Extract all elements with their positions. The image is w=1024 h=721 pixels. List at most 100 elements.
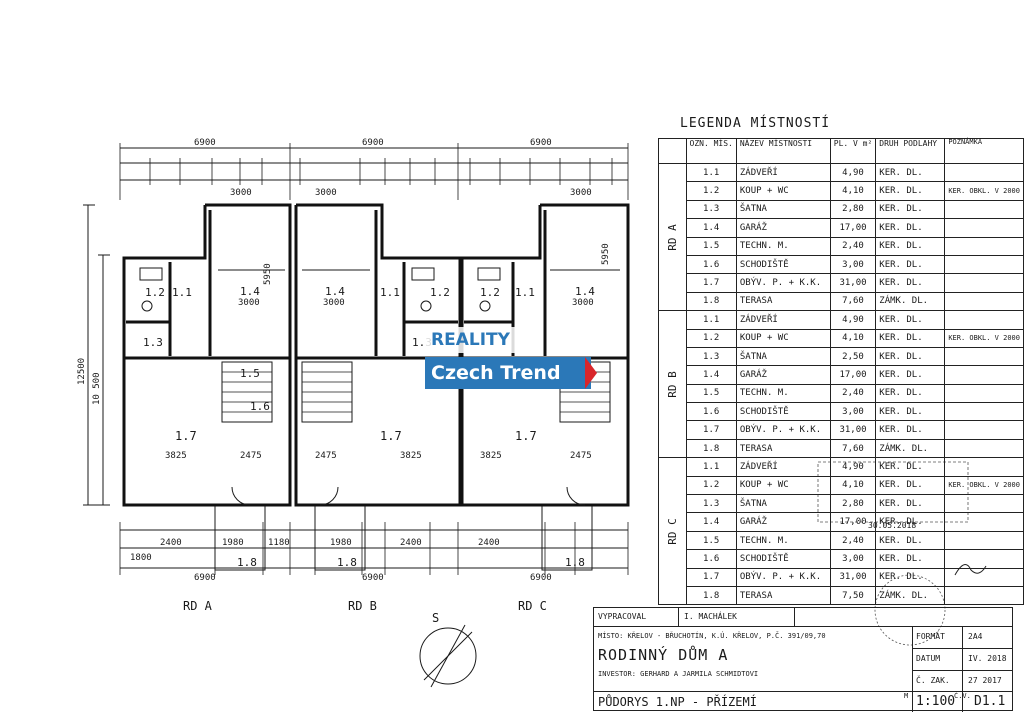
room-living-a: 1.7 <box>175 429 197 443</box>
legend-cell-name: OBÝV. P. + K.K. <box>735 273 831 293</box>
legend-cell-area: 4,10 <box>829 328 877 348</box>
legend-cell-name: ŠATNA <box>735 494 831 514</box>
legend-cell-note <box>944 273 1024 293</box>
legend-header-area: PL. V m² <box>829 138 877 164</box>
legend-group-label: RD B <box>658 310 687 459</box>
legend-cell-area: 2,40 <box>829 236 877 256</box>
legend-cell-note <box>944 512 1024 532</box>
tb-format: 2A4 <box>968 632 983 641</box>
legend-cell-id: 1.7 <box>685 273 737 293</box>
legend-cell-floor: KER. DL. <box>875 254 946 275</box>
logo-reality-text: REALITY <box>425 327 531 353</box>
dim-bottom-2400: 2400 <box>160 538 182 548</box>
legend-cell-name: ZÁDVEŘÍ <box>735 457 831 477</box>
legend-cell-name: SCHODIŠTĚ <box>735 402 831 422</box>
room-wardrobe-a: 1.3 <box>143 336 163 349</box>
room-stair-a: 1.6 <box>250 400 270 413</box>
legend-cell-name: GARÁŽ <box>735 512 831 532</box>
tb-sheet-title: PŮDORYS 1.NP - PŘÍZEMÍ <box>598 695 757 709</box>
legend-cell-area: 31,00 <box>829 420 877 440</box>
room-garage-c: 1.4 <box>575 285 595 298</box>
legend-cell-area: 17,00 <box>829 218 877 238</box>
legend-cell-id: 1.1 <box>685 162 737 183</box>
legend-header-floor: DRUH PODLAHY <box>875 138 946 164</box>
legend-cell-floor: KER. DL. <box>875 512 946 532</box>
dim-bottom-1980-b: 1980 <box>330 538 352 548</box>
legend-cell-name: ŠATNA <box>735 199 831 220</box>
legend-cell-name: ŠATNA <box>735 346 831 367</box>
legend-cell-floor: ZÁMK. DL. <box>875 438 946 459</box>
legend-cell-name: KOUP + WC <box>735 328 831 348</box>
room-garage-b: 1.4 <box>325 285 345 298</box>
terrace-b: 1.8 <box>337 556 357 569</box>
legend-cell-id: 1.5 <box>685 530 737 551</box>
legend-cell-note <box>944 438 1024 459</box>
legend-cell-area: 7,50 <box>829 585 877 606</box>
legend-cell-id: 1.5 <box>685 236 737 256</box>
legend-cell-name: GARÁŽ <box>735 365 831 385</box>
legend-cell-name: TERASA <box>735 438 831 459</box>
legend-cell-note: KER. OBKL. V 2000 <box>944 328 1024 348</box>
room-bath-c: 1.1 <box>515 286 535 299</box>
tb-location: MÍSTO: KŘELOV - BŘUCHOTÍN, K.Ú. KŘELOV, … <box>598 632 826 640</box>
tb-format-label: FORMÁT <box>916 632 945 641</box>
legend-cell-note: KER. OBKL. V 2000 <box>944 475 1024 496</box>
legend-cell-id: 1.1 <box>685 457 737 477</box>
room-legend-table: OZN. MÍS. NÁZEV MÍSTNOSTI PL. V m² DRUH … <box>658 138 1024 606</box>
room-bath-b: 1.1 <box>380 286 400 299</box>
legend-cell-area: 2,80 <box>829 199 877 220</box>
legend-cell-note <box>944 236 1024 256</box>
legend-cell-area: 31,00 <box>829 567 877 587</box>
legend-cell-area: 3,00 <box>829 254 877 275</box>
legend-cell-area: 2,80 <box>829 494 877 514</box>
legend-cell-id: 1.4 <box>685 218 737 238</box>
dim-bottom-c: 6900 <box>530 573 552 583</box>
legend-cell-area: 2,40 <box>829 383 877 404</box>
legend-cell-floor: KER. DL. <box>875 310 946 330</box>
tb-sheet-label: Č.V. <box>954 692 971 700</box>
legend-header-note: POZNÁMKA <box>944 138 1024 164</box>
dim-living-a1: 3825 <box>165 451 187 461</box>
legend-cell-note: KER. OBKL. V 2000 <box>944 181 1024 201</box>
logo-arrow-icon <box>585 357 597 389</box>
legend-cell-id: 1.1 <box>685 310 737 330</box>
legend-cell-note <box>944 291 1024 312</box>
tb-drawn-by-label: VYPRACOVAL <box>598 612 647 621</box>
legend-cell-name: KOUP + WC <box>735 181 831 201</box>
room-entry-a: 1.2 <box>145 286 165 299</box>
tb-sheet: D1.1 <box>974 694 1006 709</box>
legend-cell-floor: KER. DL. <box>875 273 946 293</box>
legend-cell-note <box>944 218 1024 238</box>
legend-cell-id: 1.3 <box>685 346 737 367</box>
house-label-b: RD B <box>348 599 377 613</box>
legend-cell-name: SCHODIŠTĚ <box>735 254 831 275</box>
legend-cell-id: 1.6 <box>685 549 737 569</box>
room-bath-a: 1.1 <box>172 286 192 299</box>
legend-cell-floor: KER. DL. <box>875 402 946 422</box>
dim-bottom-2400-c: 2400 <box>478 538 500 548</box>
dim-bottom-2400-b: 2400 <box>400 538 422 548</box>
room-garage-a-w: 3000 <box>238 298 260 308</box>
legend-cell-id: 1.2 <box>685 475 737 496</box>
legend-cell-floor: KER. DL. <box>875 475 946 496</box>
room-garage-a: 1.4 <box>240 285 260 298</box>
room-garage-b-w: 3000 <box>323 298 345 308</box>
legend-cell-floor: KER. DL. <box>875 162 946 183</box>
legend-cell-id: 1.7 <box>685 567 737 587</box>
legend-cell-area: 17,00 <box>829 365 877 385</box>
legend-cell-id: 1.3 <box>685 494 737 514</box>
legend-cell-note <box>944 346 1024 367</box>
legend-cell-floor: KER. DL. <box>875 236 946 256</box>
